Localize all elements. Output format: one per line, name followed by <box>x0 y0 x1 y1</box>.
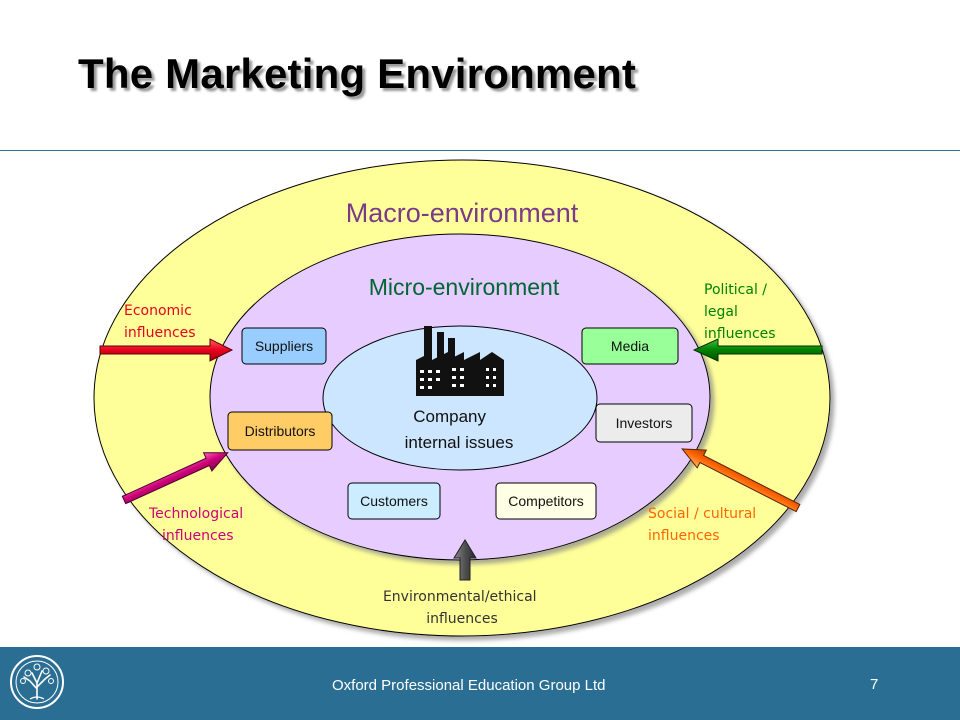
footer-organization-name: Oxford Professional Education Group Ltd <box>332 677 606 694</box>
tree-logo-icon <box>10 655 64 709</box>
political-label-line3: influences <box>704 326 776 342</box>
social-cultural-influences-label: Social / cultural influences <box>648 506 761 544</box>
slide-title: The Marketing Environment <box>78 50 637 97</box>
economic-arrow <box>99 338 234 362</box>
distributors-label: Distributors <box>245 423 316 439</box>
economic-label-line2: influences <box>124 325 196 341</box>
technological-arrow <box>121 452 229 505</box>
factory-icon <box>416 326 504 396</box>
political-legal-influences-label: Political / legal influences <box>704 282 776 342</box>
page-number: 7 <box>870 676 879 693</box>
footer-bar: Oxford Professional Education Group Ltd … <box>0 647 960 720</box>
economic-label-line1: Economic <box>124 303 192 319</box>
company-label-line2: internal issues <box>405 433 514 452</box>
micro-environment-label: Micro-environment <box>369 274 560 300</box>
social-label-line2: influences <box>648 528 720 544</box>
media-label: Media <box>611 338 649 354</box>
economic-influences-label: Economic influences <box>124 303 196 341</box>
technological-label-line1: Technological <box>148 506 243 522</box>
macro-environment-label: Macro-environment <box>346 198 579 228</box>
company-label: Company internal issues <box>405 407 514 452</box>
company-label-line1: Company <box>413 407 486 426</box>
company-ellipse <box>322 325 598 471</box>
media-box: Media <box>581 327 679 365</box>
social-cultural-arrow <box>681 448 801 513</box>
competitors-label: Competitors <box>508 493 583 509</box>
environmental-ethical-arrow <box>453 539 477 581</box>
political-legal-arrow <box>692 338 823 362</box>
environmental-ethical-influences-label: Environmental/ethical influences <box>383 589 541 627</box>
political-label-line1: Political / <box>704 282 767 298</box>
suppliers-box: Suppliers <box>241 327 327 365</box>
environmental-label-line2: influences <box>426 611 498 627</box>
social-label-line1: Social / cultural <box>648 506 756 522</box>
investors-label: Investors <box>616 415 673 431</box>
marketing-environment-diagram: Macro-environment Micro-environment Comp… <box>93 159 831 637</box>
investors-box: Investors <box>595 403 693 443</box>
technological-influences-label: Technological influences <box>148 506 248 544</box>
technological-label-line2: influences <box>162 528 234 544</box>
title-divider <box>0 150 960 151</box>
distributors-box: Distributors <box>227 411 333 451</box>
customers-box: Customers <box>347 482 441 520</box>
environmental-label-line1: Environmental/ethical <box>383 589 537 605</box>
political-label-line2: legal <box>704 304 738 320</box>
customers-label: Customers <box>360 493 428 509</box>
suppliers-label: Suppliers <box>255 338 313 354</box>
competitors-box: Competitors <box>495 482 597 520</box>
